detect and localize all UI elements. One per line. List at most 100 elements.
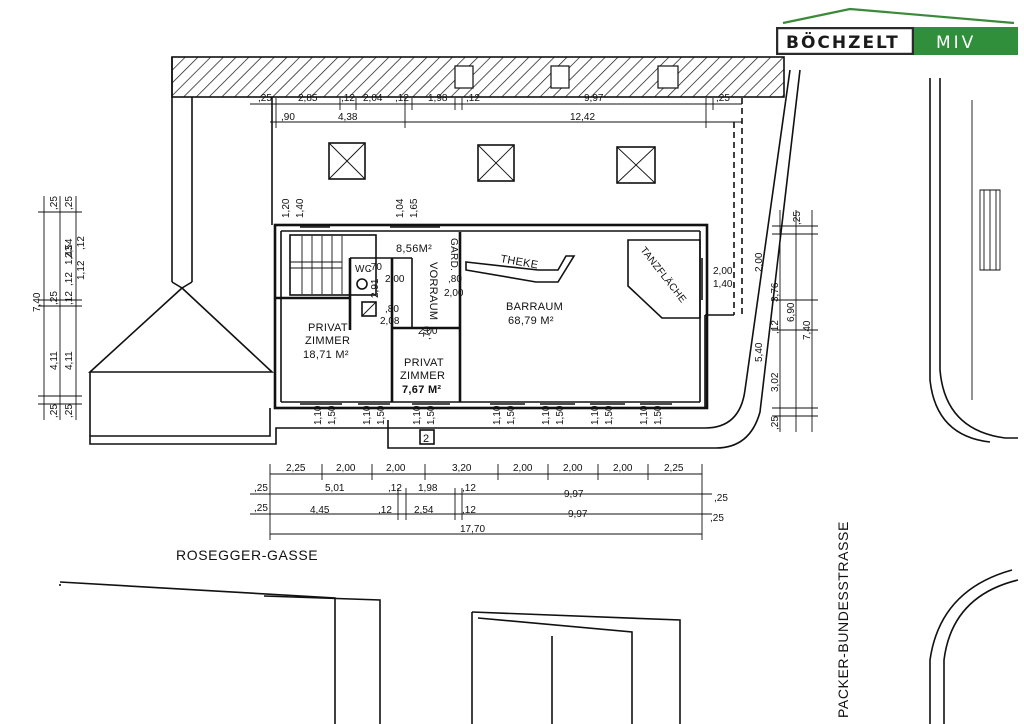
svg-text:1,50: 1,50 (506, 405, 517, 425)
dim-right-outer-1: ,25 (792, 211, 803, 225)
dim-bot2-4: 1,98 (418, 483, 438, 494)
dim-vorraum-2: 2,00 (444, 288, 464, 299)
dim-wintop-2: 1,40 (295, 198, 306, 218)
logo-product-text: MIV (936, 33, 976, 53)
svg-text:1,50: 1,50 (376, 405, 387, 425)
company-logo: BÖCHZELT MIV (776, 7, 1018, 55)
svg-text:1,10: 1,10 (590, 405, 601, 425)
street-rosegger-gasse: ROSEGGER-GASSE (176, 547, 318, 563)
dim-bot1-8: 2,25 (664, 463, 684, 474)
dim-right-outer-2: 2,00 (754, 252, 765, 272)
window-pair-2: 1,10 1,50 (362, 405, 387, 425)
dim-wc-1: ,70 (368, 262, 382, 273)
dim-top-6: 1,98 (428, 93, 448, 104)
site-context (59, 78, 1019, 724)
dim-bottom-total: 17,70 (460, 524, 485, 535)
dim-left-inner-3: ,12 (64, 272, 75, 286)
dim-top-3: ,12 (341, 93, 355, 104)
window-dimensions-top: 1,20 1,40 1,04 1,65 (281, 198, 420, 218)
svg-text:1,10: 1,10 (639, 405, 650, 425)
dim-top2-3: 12,42 (570, 112, 595, 123)
dim-top2-2: 4,38 (338, 112, 358, 123)
dim-bot2-7: ,25 (714, 493, 728, 504)
logo-brand-text: BÖCHZELT (786, 31, 900, 53)
dim-wintop-4: 1,65 (409, 198, 420, 218)
dim-wc-5: 2,08 (380, 316, 400, 327)
svg-text:1,10: 1,10 (313, 405, 324, 425)
terrace-outline (271, 97, 743, 315)
dim-bot1-7: 2,00 (613, 463, 633, 474)
dim-bot1-2: 2,00 (336, 463, 356, 474)
room-privat1-area: 18,71 M² (303, 349, 349, 361)
door-number: 2 (423, 433, 429, 445)
dim-right-outer-6: ,25 (770, 416, 781, 430)
dim-bot2-3: ,12 (388, 483, 402, 494)
dim-bot1-1: 2,25 (286, 463, 306, 474)
dim-wintop-3: 1,04 (395, 198, 406, 218)
dim-bot2-1: ,25 (254, 483, 268, 494)
room-vorraum: VORRAUM (427, 262, 439, 320)
dim-left-inner-7: ,25 (64, 404, 75, 418)
dim-wc-3: 2,91 (370, 278, 381, 298)
dim-bot3-4: 2,54 (414, 505, 434, 516)
room-wc: WC (355, 264, 372, 275)
dim-right-inner-1: 6,90 (786, 302, 797, 322)
dim-wc-2: 2,00 (385, 274, 405, 285)
dim-left-outer-2: 7,40 (32, 292, 43, 312)
dim-right-inner-2: 7,40 (802, 320, 813, 340)
dim-left-outer-1: ,25 (49, 196, 60, 210)
svg-text:1,10: 1,10 (362, 405, 373, 425)
dim-left-extra-2: 1,12 (76, 260, 87, 280)
window-pair-4: 1,10 1,50 (492, 405, 517, 425)
top-dimensions: ,25 2,85 ,12 2,04 ,12 1,98 ,12 9,97 ,25 … (250, 93, 742, 128)
svg-text:1,50: 1,50 (426, 405, 437, 425)
dim-top-9: ,25 (716, 93, 730, 104)
street-packer-bundesstrasse: PACKER-BUNDESSTRASSE (835, 521, 851, 718)
bottom-dimensions: 2,25 2,00 2,00 3,20 2,00 2,00 2,00 2,25 … (250, 463, 728, 540)
dim-top-8: 9,97 (584, 93, 604, 104)
window-pair-6: 1,10 1,50 (590, 405, 615, 425)
window-pair-3: 1,10 1,50 (412, 405, 437, 425)
dim-left-outer-4: 4,11 (49, 351, 60, 370)
dim-wintop-1: 1,20 (281, 198, 292, 218)
dim-vorraum-1: ,80 (448, 274, 462, 285)
logo-green-box (914, 27, 1018, 55)
svg-text:1,10: 1,10 (492, 405, 503, 425)
dim-rwin-1: 2,00 (713, 266, 733, 277)
dim-bot3-7: ,25 (710, 513, 724, 524)
dim-wc-4: ,80 (385, 304, 399, 315)
svg-text:1,50: 1,50 (327, 405, 338, 425)
dim-top2-1: ,90 (281, 112, 295, 123)
right-dimensions: ,25 2,00 3,76 ,12 3,02 ,25 6,90 7,40 5,4… (754, 210, 818, 432)
dim-bot2-5: ,12 (462, 483, 476, 494)
dim-bot3-3: ,12 (378, 505, 392, 516)
dim-top-1: ,25 (258, 93, 272, 104)
dim-bot2-2: 5,01 (325, 483, 345, 494)
building-walls (89, 69, 801, 449)
dim-bot3-6: 9,97 (568, 509, 588, 520)
dim-bot1-5: 2,00 (513, 463, 533, 474)
dim-left-inner-6: 4,11 (64, 351, 75, 370)
dim-left-inner-5: ,12 (64, 291, 75, 305)
room-privat1-name: PRIVAT (308, 322, 348, 334)
room-privat2-name: PRIVAT (404, 357, 444, 369)
room-privat2-area: 7,67 M² (402, 384, 441, 396)
room-barraum-name: BARRAUM (506, 301, 563, 313)
dim-top-5: ,12 (395, 93, 409, 104)
dim-top-2: 2,85 (298, 93, 318, 104)
dim-rwin-2: 1,40 (713, 279, 733, 290)
dim-top-4: 2,04 (363, 93, 383, 104)
neighbour-wall (171, 56, 785, 98)
svg-text:1,50: 1,50 (653, 405, 664, 425)
dim-left-inner-2: 2,54 (64, 238, 75, 258)
dim-left-inner-4: 1,43 (64, 245, 75, 265)
window-pair-7: 1,10 1,50 (639, 405, 664, 425)
logo-roof-icon (782, 7, 1015, 25)
dim-bot2-6: 9,97 (564, 489, 584, 500)
left-dimensions: ,25 7,40 ,25 4,11 ,25 ,25 2,54 ,12 1,43 … (32, 196, 87, 420)
dim-vorraum-4: 2,00 (418, 326, 438, 337)
dim-right-540: 5,40 (754, 342, 765, 362)
dim-bot1-4: 3,20 (452, 463, 472, 474)
window-dimensions-bottom: 1,10 1,50 1,10 1,50 1,10 1,50 1,10 1,50 … (313, 405, 664, 425)
